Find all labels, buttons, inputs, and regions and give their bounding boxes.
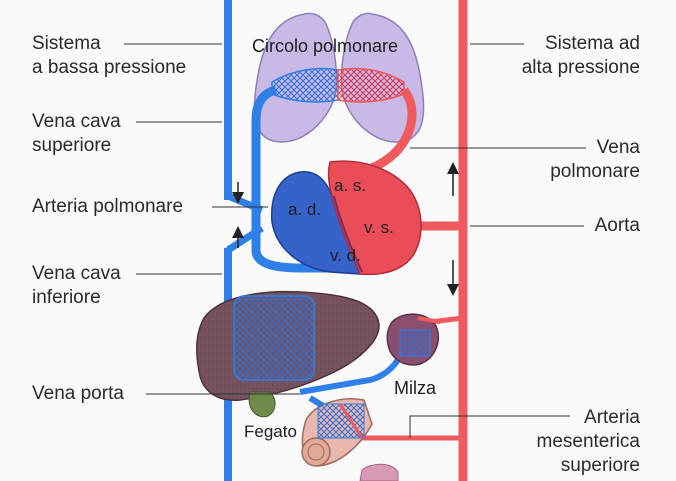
gallbladder xyxy=(248,391,276,418)
liver-capillaries xyxy=(233,295,315,381)
label-line: polmonare xyxy=(550,161,640,182)
label-line: mesenterica xyxy=(536,431,641,452)
label-arteria-polmonare: Arteria polmonare xyxy=(32,196,184,217)
label-atrio-sinistro: a. s. xyxy=(334,176,367,195)
label-line: Arteria xyxy=(584,407,640,428)
heart-right-side xyxy=(270,171,362,275)
intestine xyxy=(301,398,399,481)
lungs xyxy=(253,12,425,143)
label-line: Vena xyxy=(596,137,640,158)
label-line: Vena cava xyxy=(32,263,121,284)
label-aorta: Aorta xyxy=(594,215,640,236)
label-sistema-alta-pressione: Sistema ad alta pressione xyxy=(522,32,640,80)
label-line: Sistema ad xyxy=(544,33,640,54)
liver xyxy=(196,290,380,418)
label-ventricolo-destro: v. d. xyxy=(330,246,361,265)
label-fegato: Fegato xyxy=(244,422,297,441)
label-line: superiore xyxy=(32,135,112,156)
label-line: alta pressione xyxy=(521,57,640,78)
label-atrio-destro: a. d. xyxy=(288,200,322,219)
label-vena-polmonare: Vena polmonare xyxy=(550,136,640,184)
label-vena-cava-superiore: Vena cava superiore xyxy=(32,110,121,158)
label-vena-porta: Vena porta xyxy=(32,383,124,404)
label-vena-cava-inferiore: Vena cava inferiore xyxy=(32,262,121,310)
leader-lines xyxy=(124,43,586,438)
label-milza: Milza xyxy=(394,378,437,398)
label-line: inferiore xyxy=(32,287,101,308)
heart xyxy=(232,160,459,296)
spleen xyxy=(386,313,441,366)
label-line: a bassa pressione xyxy=(32,57,187,78)
label-ventricolo-sinistro: v. s. xyxy=(364,218,394,237)
label-arteria-mesenterica-superiore: Arteria mesenterica superiore xyxy=(537,406,641,478)
label-line: superiore xyxy=(560,455,640,476)
label-line: Sistema xyxy=(32,33,101,54)
label-circolo-polmonare: Circolo polmonare xyxy=(252,36,399,56)
label-sistema-bassa-pressione: Sistema a bassa pressione xyxy=(32,32,186,80)
label-line: Vena cava xyxy=(32,111,121,132)
